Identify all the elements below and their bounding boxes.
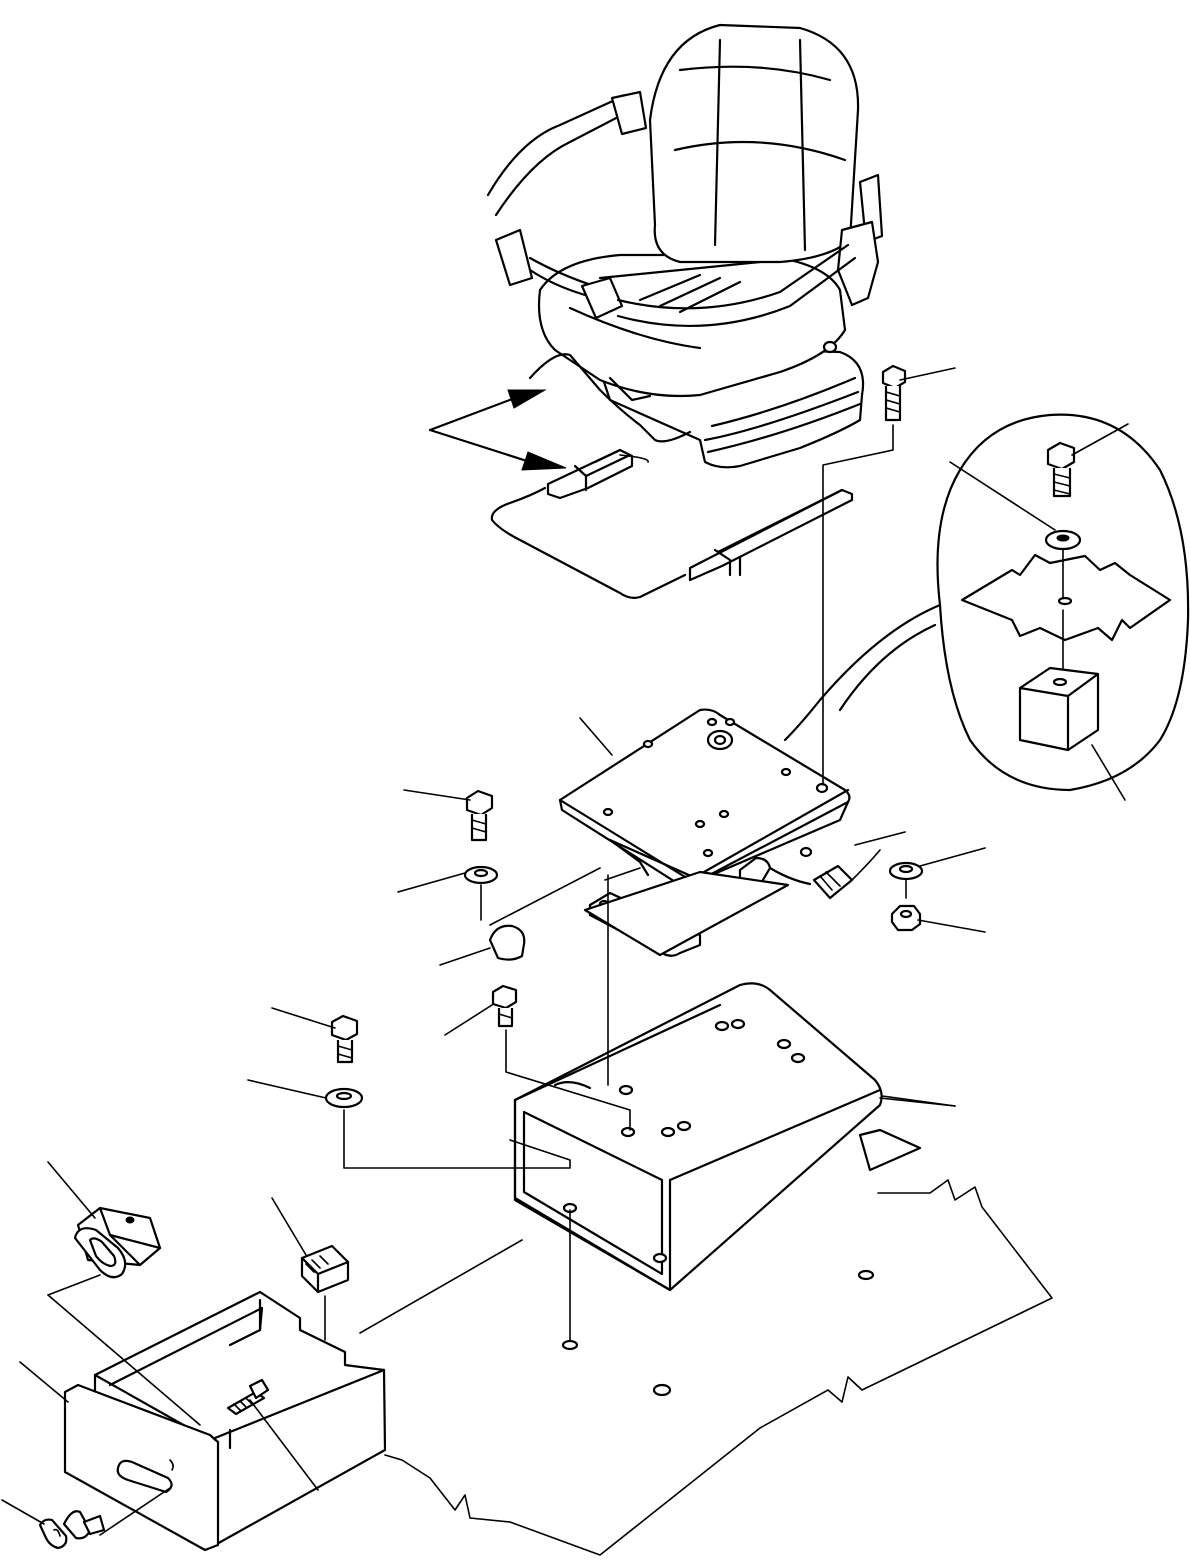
lower-plate	[583, 870, 790, 957]
cab-floor-outline	[384, 1179, 1053, 1556]
washer-mid-left	[463, 865, 499, 885]
storage-drawer	[63, 1290, 387, 1552]
callout-arrows	[428, 389, 567, 471]
bolt-mid-left	[465, 789, 494, 842]
nut-right	[890, 904, 922, 932]
seat-stand	[513, 982, 956, 1397]
cushion-stopper	[300, 1244, 350, 1294]
washer-right	[888, 861, 924, 881]
center-lines	[47, 424, 1064, 1536]
washer-lower-left	[324, 1087, 364, 1109]
leader-lines	[1, 367, 1129, 1525]
bolt-center-short	[491, 984, 518, 1028]
slide-rails	[490, 448, 854, 599]
latch-pin	[38, 1510, 106, 1550]
detail-bubble	[783, 413, 1190, 792]
rubber-block	[73, 1206, 162, 1279]
drawer-screw	[226, 1378, 270, 1416]
cap-nut	[488, 924, 526, 961]
bolt-lower-left	[330, 1014, 359, 1064]
bolt-top-right	[881, 364, 907, 422]
operator-seat	[486, 23, 884, 469]
